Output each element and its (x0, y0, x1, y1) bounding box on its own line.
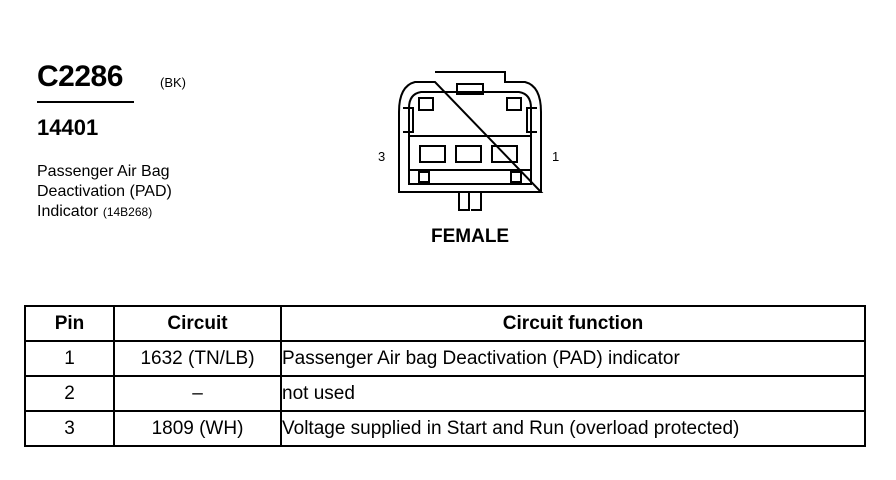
connector-right-key (510, 171, 522, 183)
cell-pin: 2 (24, 375, 115, 412)
table-row: 1 1632 (TN/LB) Passenger Air bag Deactiv… (24, 340, 866, 377)
description-line-1: Passenger Air Bag (37, 163, 170, 180)
pin-cavity-3 (419, 145, 446, 163)
cell-pin: 1 (24, 340, 115, 377)
pin-cavity-2 (455, 145, 482, 163)
connector-left-clip (403, 107, 414, 133)
connector-id-underline (37, 101, 134, 103)
connector-left-key (418, 171, 430, 183)
pin-1-label: 1 (552, 149, 560, 164)
cell-circuit: 1809 (WH) (113, 410, 282, 447)
connector-latch (456, 83, 484, 95)
pin-cavity-1 (491, 145, 518, 163)
cell-pin: 3 (24, 410, 115, 447)
description-line-2: Deactivation (PAD) (37, 183, 172, 200)
cell-circuit: 1632 (TN/LB) (113, 340, 282, 377)
description-code: (14B268) (102, 205, 153, 219)
cell-function: Voltage supplied in Start and Run (overl… (280, 410, 866, 447)
part-number: 14401 (37, 115, 99, 140)
connector-id: C2286 (37, 60, 123, 93)
connector-description: Passenger Air Bag Deactivation (PAD) Ind… (37, 162, 172, 222)
connector-color-code: (BK) (160, 75, 186, 90)
cell-function: not used (280, 375, 866, 412)
cell-circuit: – (113, 375, 282, 412)
connector-housing-outline (398, 71, 544, 211)
connector-gender-label: FEMALE (431, 226, 510, 247)
table-row: 3 1809 (WH) Voltage supplied in Start an… (24, 410, 866, 447)
connector-right-clip (526, 107, 537, 133)
header-pin: Pin (24, 305, 115, 342)
table-header-row: Pin Circuit Circuit function (24, 305, 866, 342)
cell-function: Passenger Air bag Deactivation (PAD) ind… (280, 340, 866, 377)
connector-left-tab (418, 97, 434, 111)
connector-right-tab (506, 97, 522, 111)
header-function: Circuit function (280, 305, 866, 342)
header-circuit: Circuit (113, 305, 282, 342)
connector-face-diagram (398, 71, 544, 211)
pinout-table: Pin Circuit Circuit function 1 1632 (TN/… (24, 305, 866, 447)
table-row: 2 – not used (24, 375, 866, 412)
description-line-3: Indicator (37, 203, 99, 220)
pin-3-label: 3 (378, 149, 386, 164)
